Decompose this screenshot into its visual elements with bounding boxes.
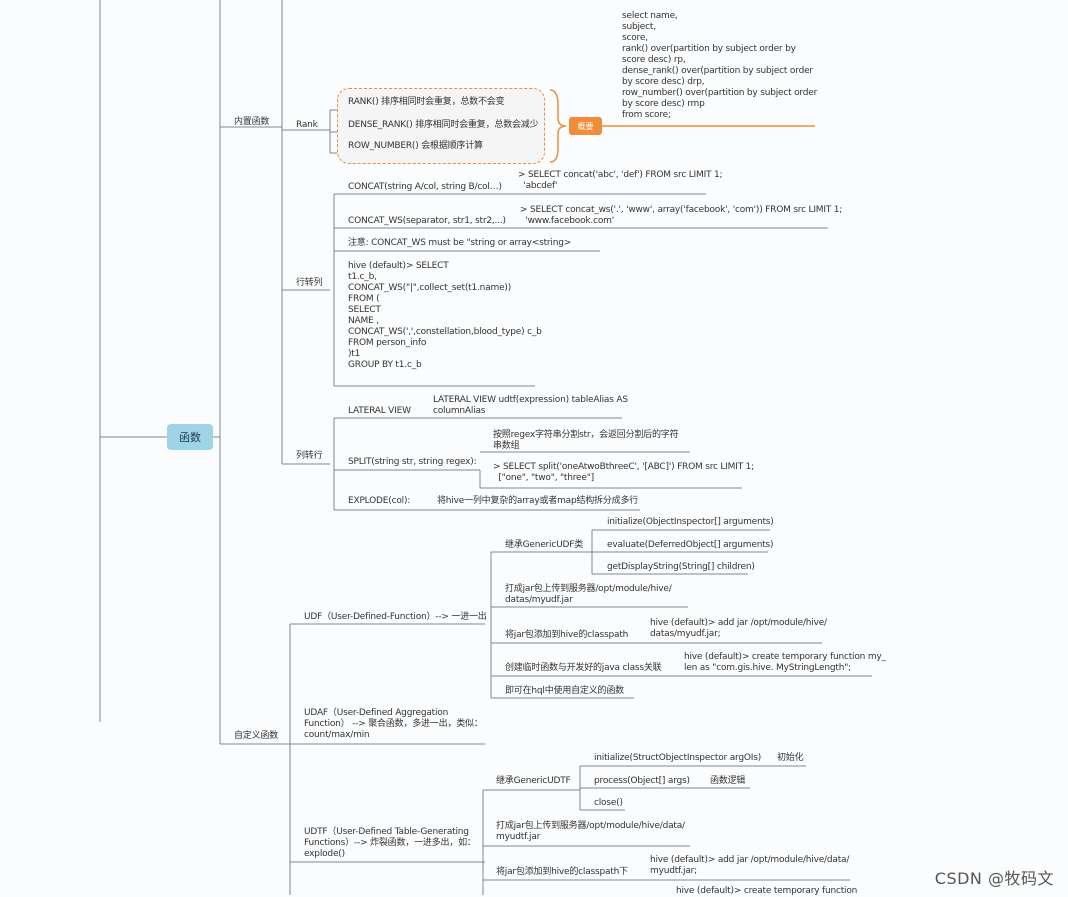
node-udtf-add-jar-cmd[interactable]: hive (default)> add jar /opt/module/hive… xyxy=(650,855,850,876)
node-concat-ws[interactable]: CONCAT_WS(separator, str1, str2,...) xyxy=(348,216,506,226)
node-udf-getdisplaystring[interactable]: getDisplayString(String[] children) xyxy=(607,562,755,572)
node-udf[interactable]: UDF（User-Defined-Function）--> 一进一出 xyxy=(304,612,487,622)
node-concat[interactable]: CONCAT(string A/col, string B/col…) xyxy=(348,182,502,192)
node-udtf[interactable]: UDTF（User-Defined Table-Generating Funct… xyxy=(304,827,476,859)
node-udf-evaluate[interactable]: evaluate(DeferredObject[] arguments) xyxy=(607,540,774,550)
node-split[interactable]: SPLIT(string str, string regex): xyxy=(348,457,477,467)
node-concat-example[interactable]: > SELECT concat('abc', 'def') FROM src L… xyxy=(518,170,723,191)
node-explode-desc[interactable]: 将hive一列中复杂的array或者map结构拆分成多行 xyxy=(437,496,639,506)
node-explode[interactable]: EXPLODE(col): xyxy=(348,496,411,506)
node-lateral-view[interactable]: LATERAL VIEW xyxy=(348,406,411,416)
node-dense-rank-desc[interactable]: DENSE_RANK() 排序相同时会重复，总数会减少 xyxy=(348,120,539,130)
node-udtf-process[interactable]: process(Object[] args) xyxy=(594,776,690,786)
node-udtf-initialize-note[interactable]: 初始化 xyxy=(777,753,804,763)
node-udf-use-in-hql[interactable]: 即可在hql中使用自定义的函数 xyxy=(505,686,624,696)
node-udtf-process-note[interactable]: 函数逻辑 xyxy=(710,776,746,786)
node-concat-ws-example[interactable]: > SELECT concat_ws('.', 'www', array('fa… xyxy=(520,205,843,226)
node-lateral-view-syntax[interactable]: LATERAL VIEW udtf(expression) tableAlias… xyxy=(433,395,628,416)
node-concat-ws-note[interactable]: 注意: CONCAT_WS must be "string or array<s… xyxy=(348,238,572,248)
node-extend-genericudtf[interactable]: 继承GenericUDTF xyxy=(496,776,571,786)
node-udf-package-jar[interactable]: 打成jar包上传到服务器/opt/module/hive/ datas/myud… xyxy=(505,584,672,605)
node-udf-add-classpath[interactable]: 将jar包添加到hive的classpath xyxy=(505,630,629,640)
node-udf-initialize[interactable]: initialize(ObjectInspector[] arguments) xyxy=(607,517,774,527)
node-row-number-desc[interactable]: ROW_NUMBER() 会根据顺序计算 xyxy=(348,141,483,151)
node-udtf-package-jar[interactable]: 打成jar包上传到服务器/opt/module/hive/data/ myudt… xyxy=(496,821,685,842)
node-udf-add-jar-cmd[interactable]: hive (default)> add jar /opt/module/hive… xyxy=(650,618,827,639)
node-udtf-close[interactable]: close() xyxy=(594,798,623,808)
node-row-to-col-sql[interactable]: hive (default)> SELECT t1.c_b, CONCAT_WS… xyxy=(348,261,542,370)
node-rank[interactable]: Rank xyxy=(296,120,318,130)
node-split-desc[interactable]: 按照regex字符串分割str，会返回分割后的字符 串数组 xyxy=(493,430,679,451)
node-udtf-create-function-cmd[interactable]: hive (default)> create temporary functio… xyxy=(676,886,858,896)
node-custom-functions[interactable]: 自定义函数 xyxy=(234,731,279,741)
node-udf-create-temp-function[interactable]: 创建临时函数与开发好的java class关联 xyxy=(505,663,662,673)
node-builtin-functions[interactable]: 内置函数 xyxy=(234,117,270,127)
summary-tag[interactable]: 概要 xyxy=(569,117,602,135)
node-extend-genericudf[interactable]: 继承GenericUDF类 xyxy=(505,540,583,550)
node-col-to-row[interactable]: 列转行 xyxy=(296,451,323,461)
node-split-example[interactable]: > SELECT split('oneAtwoBthreeC', '[ABC]'… xyxy=(493,462,755,483)
node-udtf-add-classpath[interactable]: 将jar包添加到hive的classpath下 xyxy=(496,867,628,877)
node-row-to-col[interactable]: 行转列 xyxy=(296,278,323,288)
node-udtf-initialize[interactable]: initialize(StructObjectInspector argOIs) xyxy=(594,753,762,763)
node-rank-desc[interactable]: RANK() 排序相同时会重复，总数不会变 xyxy=(348,97,505,107)
watermark: CSDN @牧码文 xyxy=(934,869,1054,888)
rank-summary-box xyxy=(337,88,545,164)
root-node[interactable]: 函数 xyxy=(167,424,213,450)
node-rank-sql-summary[interactable]: select name, subject, score, rank() over… xyxy=(622,11,818,120)
node-udf-create-function-cmd[interactable]: hive (default)> create temporary functio… xyxy=(684,652,886,673)
node-udaf[interactable]: UDAF（User-Defined Aggregation Function） … xyxy=(304,708,483,740)
